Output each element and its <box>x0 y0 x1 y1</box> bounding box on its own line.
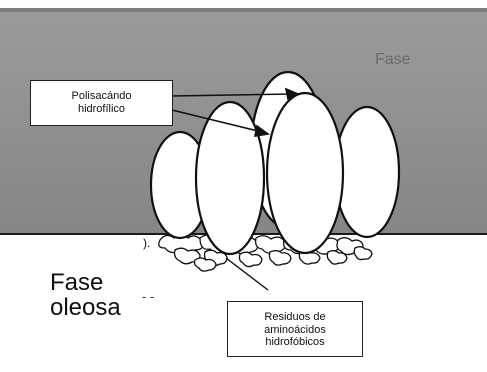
polysaccharide-callout-text: Polisacándo hidrofílico <box>72 90 132 115</box>
ellipse-right <box>335 107 399 237</box>
amino-residue-callout-text: Residuos de aminoácidos hidrofóbicos <box>264 311 326 348</box>
aqueous-phase-label: Fase <box>375 52 411 69</box>
oil-label-dashes: - - <box>142 289 154 304</box>
interface-tick-mark: ). <box>143 236 150 250</box>
amino-residue-cluster <box>159 235 372 272</box>
aqueous-phase-top-edge <box>0 8 487 12</box>
amino-residue-callout: Residuos de aminoácidos hidrofóbicos <box>227 301 363 357</box>
ellipse-center-front <box>267 93 343 253</box>
polysaccharide-callout: Polisacándo hidrofílico <box>30 80 173 126</box>
oil-phase-label: Fase oleosa <box>50 270 121 320</box>
